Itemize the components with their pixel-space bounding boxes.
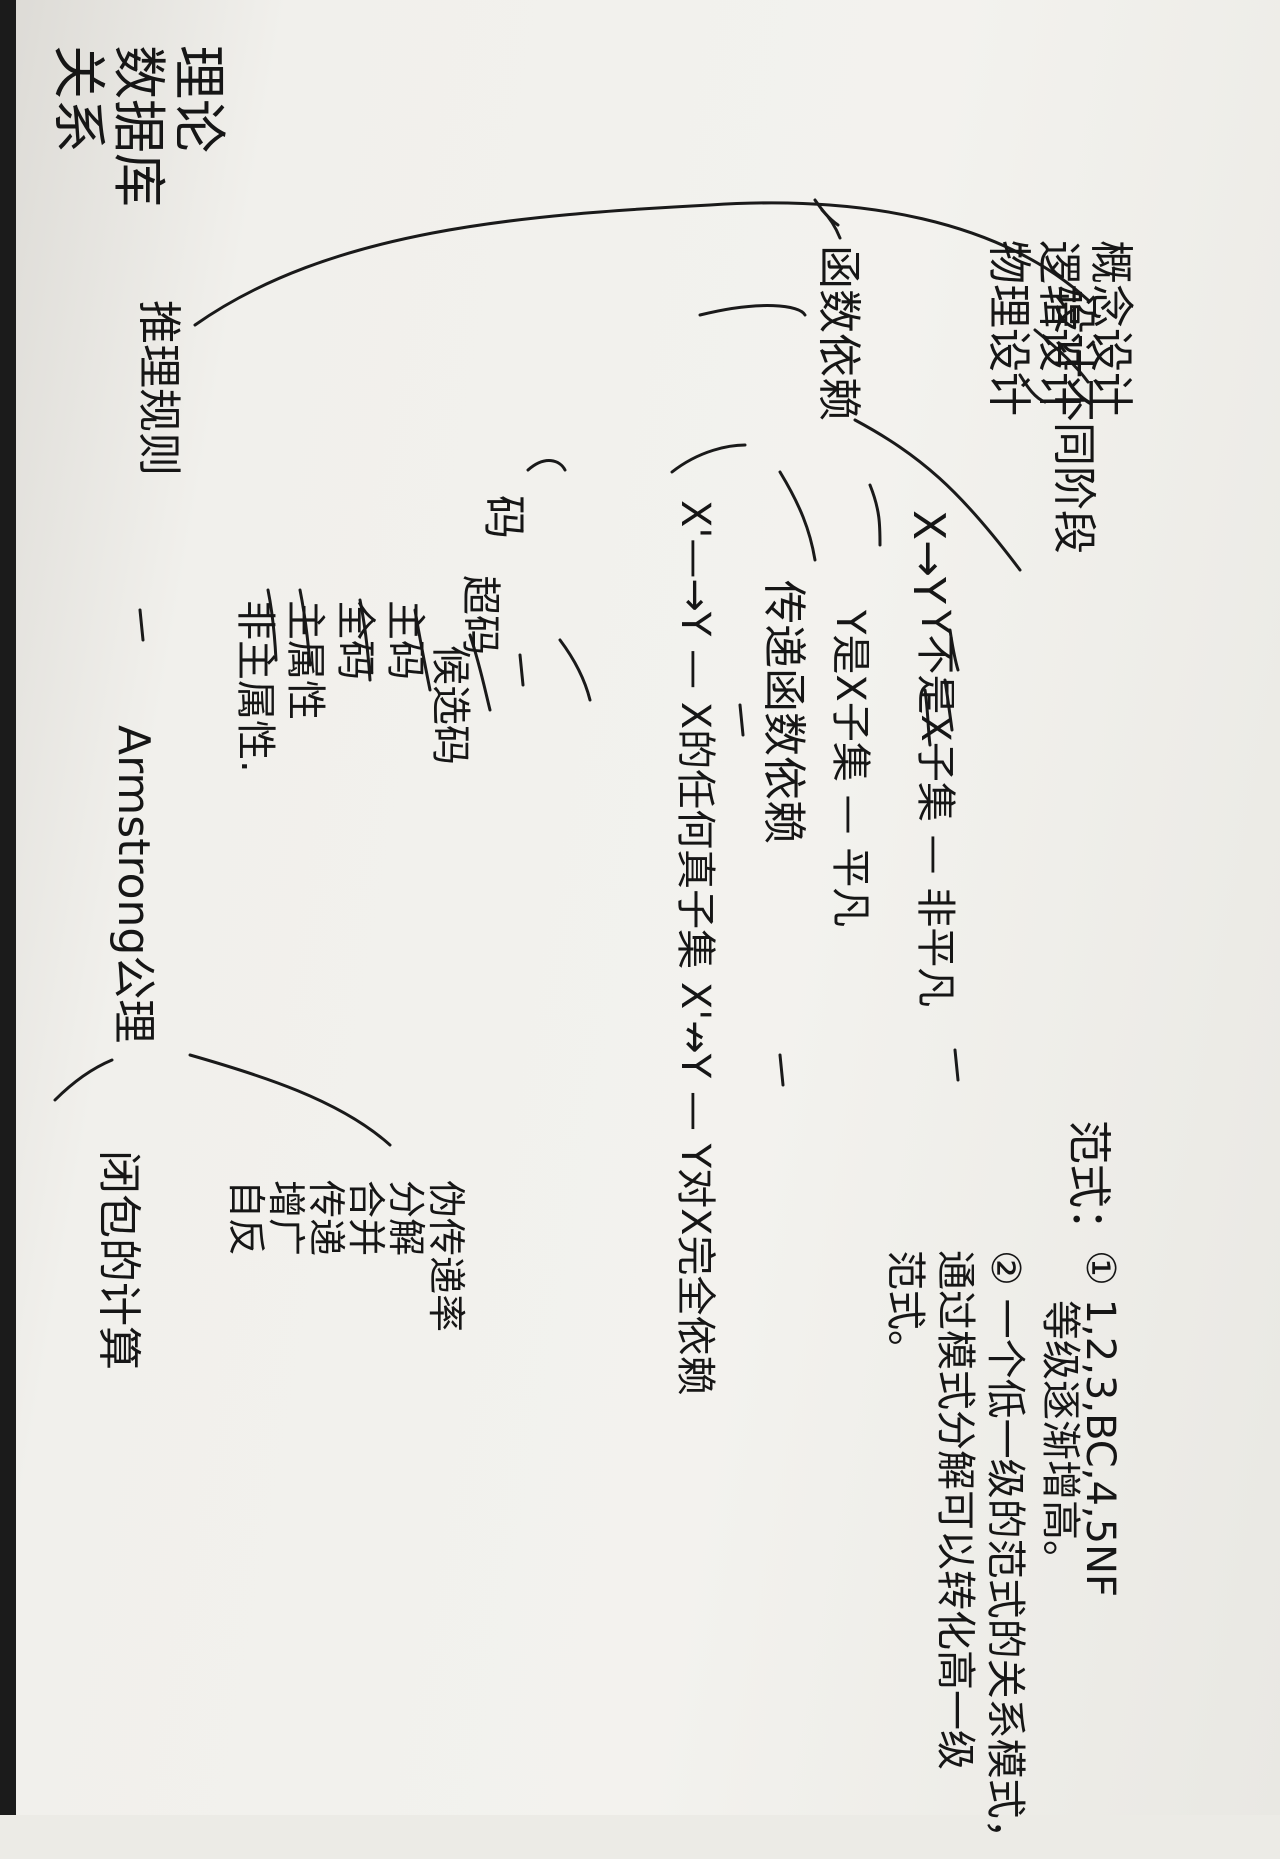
axiom-union: 合并: [344, 1180, 388, 1257]
code-superkey: 超码: [457, 575, 503, 655]
dash-codes: [518, 653, 525, 687]
nf-2b: 通过模式分解可以转化高一级: [932, 1250, 978, 1770]
bracket-nf-3: [923, 688, 932, 747]
note-title-line1: 关系: [47, 45, 110, 153]
bracket-code-6: [266, 588, 278, 662]
nf-title: 范式：: [1063, 1120, 1114, 1252]
dash-partial-2: [778, 1053, 785, 1087]
closure-label: 闭包的计算: [93, 1150, 144, 1370]
fd-x-y: X→Y: [903, 510, 954, 604]
rotated-note-content: 关系 数据库 理论 设计不同阶段 概念设计 逻辑设计 物理设计 函数依赖 X→Y…: [47, 45, 1136, 1859]
bracket-code-1: [558, 638, 592, 702]
dash-rules: [138, 608, 145, 642]
mind-map-brackets: [53, 198, 1090, 1147]
axiom-decompose: 分解: [384, 1180, 428, 1257]
axiom-augment: 增广: [264, 1180, 308, 1257]
axiom-transitive: 传递: [304, 1180, 348, 1257]
code-nonprime-attr: 非主属性.: [232, 600, 278, 773]
fd-nontrivial: Y不是X子集 — 非平凡: [912, 610, 958, 1008]
stage-item-2: 逻辑设计: [1033, 240, 1084, 416]
bracket-fd-3: [778, 470, 817, 562]
code-prime-attr: 主属性: [282, 600, 328, 720]
bracket-fd: [698, 304, 807, 317]
stage-item-1: 概念设计: [1085, 240, 1136, 416]
fd-trivial: Y是X子集 — 平凡: [827, 610, 873, 928]
bracket-axioms: [188, 1053, 392, 1147]
fd-label: 函数依赖: [813, 245, 864, 421]
rules-label: 推理规则: [133, 300, 184, 476]
bracket-fd-2: [868, 483, 882, 547]
bracket-main-tick: [820, 208, 842, 240]
bracket-code-2: [468, 633, 492, 712]
nf-1b: 等级逐渐增高。: [1037, 1300, 1083, 1580]
bracket-nf-2: [943, 678, 954, 732]
dash-partial-1: [738, 703, 745, 737]
fd-partial: X'—→Y — X的任何真子集 X'↛Y — Y对X完全依赖: [672, 500, 718, 1396]
page-edge-shadow: [0, 0, 16, 1815]
bracket-main: [193, 201, 1090, 327]
code-candidate: 候选码: [427, 645, 473, 765]
dash-partial-3: [953, 1048, 960, 1082]
note-title-line3: 理论: [167, 45, 230, 153]
bracket-fd-1: [853, 418, 1022, 572]
bracket-fd-4: [670, 443, 747, 474]
bracket-closure: [53, 1058, 114, 1102]
code-primary: 主码: [382, 600, 428, 680]
note-title-line2: 数据库: [107, 45, 170, 207]
codes-label: 码: [478, 495, 529, 539]
fd-transitive: 传递函数依赖: [758, 580, 809, 844]
bracket-fd-5: [526, 459, 567, 472]
nf-2a: ② 一个低一级的范式的关系模式，: [982, 1250, 1028, 1859]
axiom-pseudo-transitive: 伪传递率: [424, 1180, 468, 1333]
stage-item-3: 物理设计: [983, 240, 1034, 416]
bracket-nf-1: [948, 628, 960, 672]
nf-2c: 范式。: [882, 1250, 928, 1370]
bracket-code-5: [298, 588, 312, 667]
armstrong-label: Armstrong公理: [108, 725, 159, 1044]
bracket-stages: [1033, 328, 1090, 384]
nf-1: ① 1,2,3,BC,4,5NF: [1077, 1250, 1123, 1597]
bracket-stages-2: [1018, 373, 1047, 404]
axiom-reflexive: 自反: [224, 1180, 268, 1257]
bracket-code-3: [413, 608, 432, 692]
code-allkey: 全码: [332, 600, 378, 680]
bracket-code-4: [358, 598, 372, 682]
